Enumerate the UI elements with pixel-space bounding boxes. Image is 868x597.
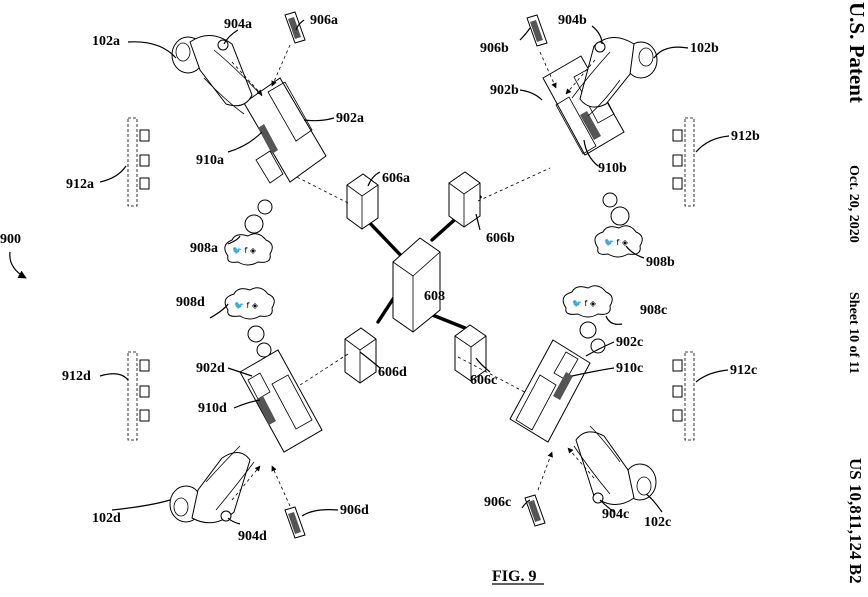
svg-text:🐦 f ◈: 🐦 f ◈ xyxy=(232,246,257,255)
user-102c xyxy=(574,426,656,505)
central-server xyxy=(393,238,440,332)
label-902a: 902a xyxy=(336,111,364,126)
blocks-912a xyxy=(128,118,149,206)
blocks-912c xyxy=(673,352,694,440)
label-102d: 102d xyxy=(92,511,121,526)
label-904a: 904a xyxy=(224,17,252,32)
label-606d: 606d xyxy=(378,365,407,380)
workstation-b: 🐦 f ◈ xyxy=(527,15,694,257)
system-ref-arrow xyxy=(10,252,26,278)
server-606d xyxy=(345,328,376,383)
label-606a: 606a xyxy=(382,171,410,186)
mobile-906d xyxy=(285,507,305,538)
label-912b: 912b xyxy=(731,129,760,144)
label-906a: 906a xyxy=(310,13,338,28)
label-908a: 908a xyxy=(190,241,218,256)
header-sheet: Sheet 10 of 11 xyxy=(846,292,861,374)
mobile-906c xyxy=(525,495,545,526)
label-912d: 912d xyxy=(62,369,91,384)
label-906c: 906c xyxy=(484,495,511,510)
label-904b: 904b xyxy=(558,13,587,28)
label-904c: 904c xyxy=(602,507,629,522)
label-902c: 902c xyxy=(616,335,643,350)
svg-text:🐦 f ◈: 🐦 f ◈ xyxy=(572,299,597,308)
blocks-912b xyxy=(673,118,694,206)
label-102a: 102a xyxy=(92,34,120,49)
header-publisher: U.S. Patent xyxy=(845,2,868,103)
label-102b: 102b xyxy=(690,41,719,56)
headset-904a xyxy=(218,40,228,50)
svg-text:🐦 f ◈: 🐦 f ◈ xyxy=(604,238,629,247)
svg-text:🐦 f ◈: 🐦 f ◈ xyxy=(234,301,259,310)
label-904d: 904d xyxy=(238,529,267,544)
label-910d: 910d xyxy=(198,401,227,416)
server-606b xyxy=(449,172,480,227)
blocks-912d xyxy=(128,352,149,440)
label-902b: 902b xyxy=(490,83,519,98)
label-902d: 902d xyxy=(196,361,225,376)
label-906d: 906d xyxy=(340,503,369,518)
header-date: Oct. 20, 2020 xyxy=(846,165,861,243)
label-910a: 910a xyxy=(196,153,224,168)
mobile-906b xyxy=(527,15,547,46)
user-102d xyxy=(170,446,254,523)
label-906b: 906b xyxy=(480,41,509,56)
header-patent-number: US 10,811,124 B2 xyxy=(846,458,865,584)
patent-header: U.S. Patent Oct. 20, 2020 Sheet 10 of 11… xyxy=(845,2,868,584)
label-908c: 908c xyxy=(640,303,667,318)
label-908b: 908b xyxy=(646,255,675,270)
headset-904b xyxy=(595,42,605,52)
mobile-906a xyxy=(285,12,305,43)
figure-caption: FIG. 9 xyxy=(492,568,536,585)
label-606b: 606b xyxy=(486,231,515,246)
label-102c: 102c xyxy=(644,515,671,530)
desk-902a xyxy=(244,78,326,182)
label-910c: 910c xyxy=(616,361,643,376)
label-908d: 908d xyxy=(176,295,205,310)
label-912a: 912a xyxy=(66,177,94,192)
central-server-label: 608 xyxy=(424,289,445,304)
workstation-c: 🐦 f ◈ xyxy=(510,286,694,526)
workstation-a: 🐦 f ◈ xyxy=(128,12,326,265)
server-606a xyxy=(347,174,378,229)
label-912c: 912c xyxy=(730,363,757,378)
system-ref-label: 900 xyxy=(0,232,21,247)
label-910b: 910b xyxy=(598,161,627,176)
label-606c: 606c xyxy=(470,373,497,388)
